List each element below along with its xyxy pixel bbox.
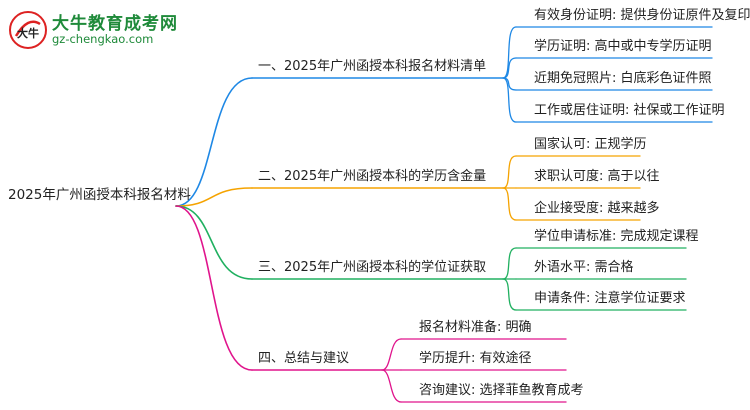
leaf-node-1-1: 有效身份证明: 提供身份证原件及复印件 <box>534 8 750 23</box>
branch-link-2 <box>175 187 253 207</box>
branch-node-3: 三、2025年广州函授本科的学位证获取 <box>258 260 487 275</box>
branch-node-4: 四、总结与建议 <box>258 351 350 366</box>
leaf-node-3-1: 学位申请标准: 完成规定课程 <box>534 229 699 244</box>
leaf-link-4-1 <box>381 338 402 371</box>
root-node: 2025年广州函授本科报名材料 <box>8 187 191 203</box>
branch-link-4 <box>175 205 253 371</box>
svg-text:大牛: 大牛 <box>17 26 39 40</box>
leaf-node-1-2: 学历证明: 高中或中专学历证明 <box>534 39 712 54</box>
leaf-link-2-3 <box>502 187 517 221</box>
branch-link-1 <box>175 77 253 207</box>
logo-badge-icon: 大牛 <box>9 11 47 49</box>
branch-node-1: 一、2025年广州函授本科报名材料清单 <box>258 59 487 74</box>
leaf-link-1-2 <box>502 57 517 79</box>
leaf-node-1-3: 近期免冠照片: 白底彩色证件照 <box>534 71 712 86</box>
leaf-node-2-2: 求职认可度: 高于以往 <box>534 169 660 184</box>
leaf-node-2-1: 国家认可: 正规学历 <box>534 137 647 152</box>
leaf-link-2-1 <box>502 155 517 189</box>
leaf-link-4-3 <box>381 369 402 403</box>
logo-title: 大牛教育成考网 <box>52 14 178 34</box>
leaf-node-2-3: 企业接受度: 越来越多 <box>534 201 660 216</box>
branch-link-3 <box>175 205 253 280</box>
logo-url: gz-chengkao.com <box>52 32 154 46</box>
brand-logo: 大牛 大牛教育成考网 gz-chengkao.com <box>8 8 178 52</box>
leaf-node-4-3: 咨询建议: 选择菲鱼教育成考 <box>419 383 584 398</box>
leaf-node-3-3: 申请条件: 注意学位证要求 <box>534 291 686 306</box>
leaf-node-4-1: 报名材料准备: 明确 <box>419 320 532 335</box>
leaf-node-1-4: 工作或居住证明: 社保或工作证明 <box>534 103 725 118</box>
leaf-link-3-3 <box>502 278 517 311</box>
leaf-link-1-4 <box>502 77 517 123</box>
leaf-link-3-1 <box>502 247 517 280</box>
leaf-link-1-3 <box>502 77 517 91</box>
leaf-node-3-2: 外语水平: 需合格 <box>534 260 634 275</box>
branch-node-2: 二、2025年广州函授本科的学历含金量 <box>258 169 487 184</box>
leaf-node-4-2: 学历提升: 有效途径 <box>419 351 532 366</box>
leaf-link-1-1 <box>502 26 517 79</box>
